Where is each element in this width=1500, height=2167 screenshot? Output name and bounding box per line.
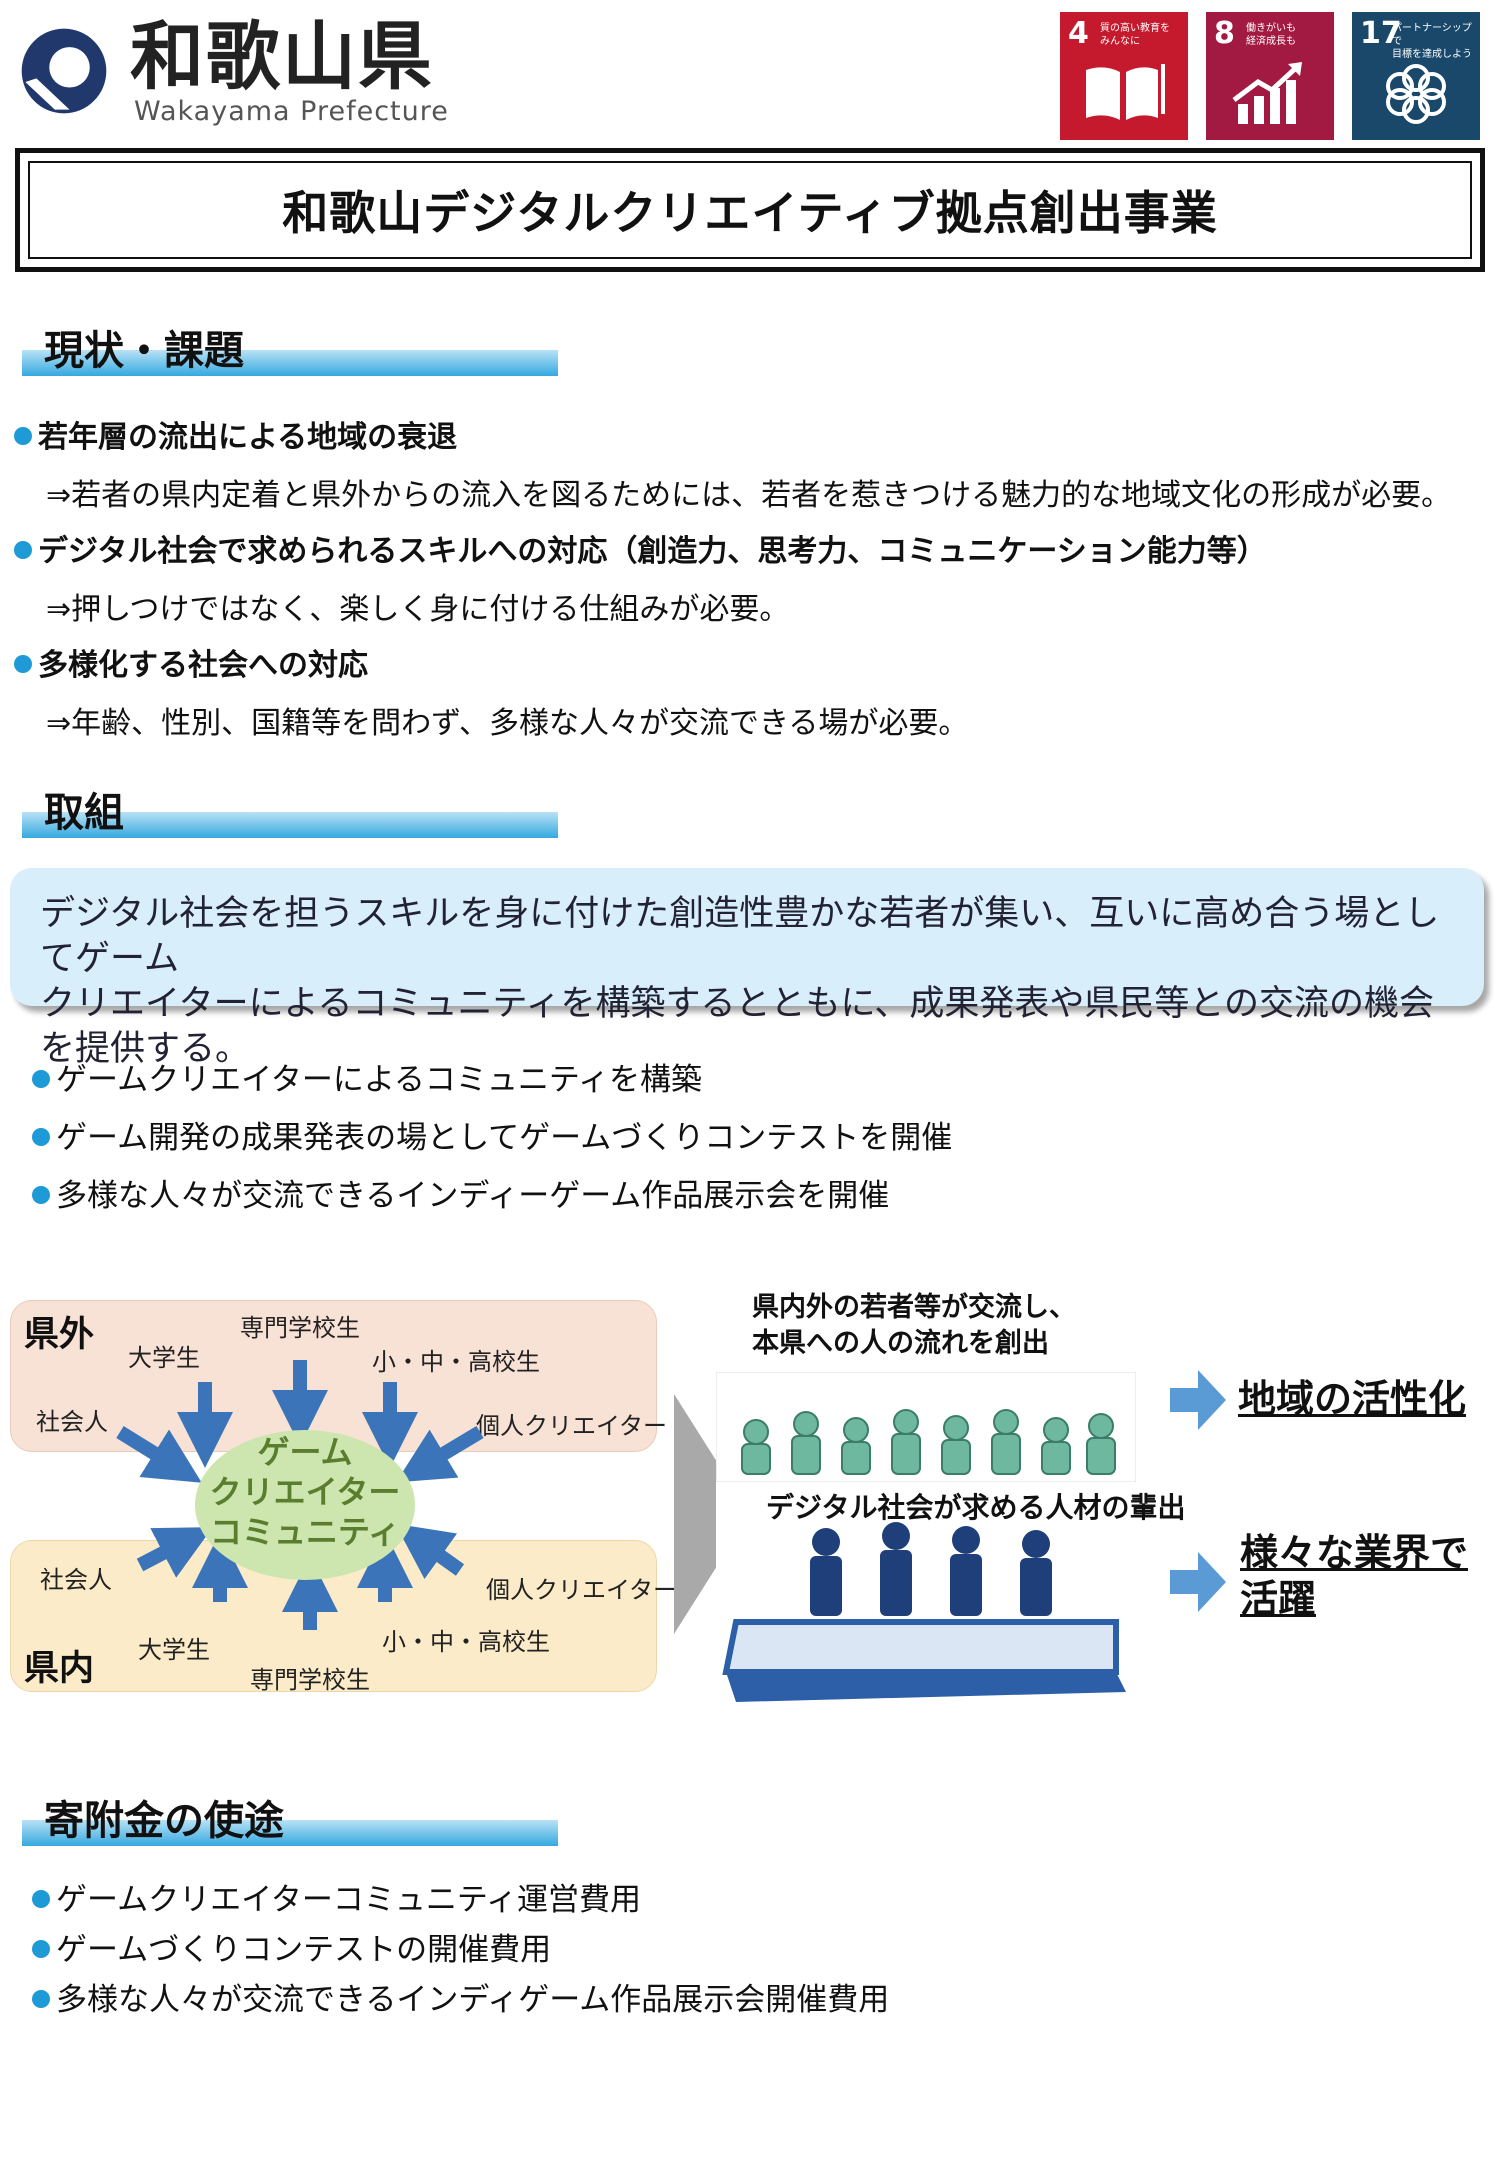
wakayama-logo-icon [21,28,107,114]
outside-school-student: 小・中・高校生 [372,1348,540,1376]
issue-detail-2: ⇒押しつけではなく、楽しく身に付ける仕組みが必要。 [46,592,790,627]
issue-heading-3: 多様化する社会への対応 [14,640,368,684]
inside-school-student: 小・中・高校生 [382,1628,550,1656]
outside-prefecture-zone [10,1300,657,1452]
outside-worker: 社会人 [36,1408,108,1436]
talent-label: デジタル社会が求める人材の輩出 [766,1491,1186,1524]
result-active-industries: 様々な業界で 活躍 [1240,1531,1469,1621]
result-arrow-1-icon [1170,1370,1226,1430]
community-label: ゲーム クリエイター コミュニティ [209,1433,401,1551]
sdg-badge-4: 4 質の高い教育を みんなに [1060,12,1188,140]
section-header-donation: 寄附金の使途 [22,1788,558,1846]
donation-item-3: 多様な人々が交流できるインディゲーム作品展示会開催費用 [32,1974,889,2019]
section-header-current: 現状・課題 [22,318,558,376]
outside-university-student: 大学生 [128,1344,200,1372]
inside-vocational-student: 専門学校生 [250,1666,370,1694]
result-regional-revitalization: 地域の活性化 [1238,1377,1467,1421]
page-title: 和歌山デジタルクリエイティブ拠点創出事業 [282,186,1218,240]
flower-ring-icon [1386,64,1446,124]
outside-creator: 個人クリエイター [476,1412,668,1440]
title-box: 和歌山デジタルクリエイティブ拠点創出事業 [15,148,1485,272]
action-item-3: 多様な人々が交流できるインディーゲーム作品展示会を開催 [32,1170,889,1215]
converging-arrows [116,1360,484,1630]
action-item-1: ゲームクリエイターによるコミュニティを構築 [32,1054,702,1099]
callout-line-2: クリエイターによるコミュニティを構築するとともに、成果発表や県民等との交流の機会… [40,984,1435,1069]
book-icon [1086,64,1165,120]
prefecture-name-en: Wakayama Prefecture [134,96,449,127]
right-heading: 県内外の若者等が交流し、 本県への人の流れを創出 [752,1292,1076,1359]
callout-line-1: デジタル社会を担うスキルを身に付けた創造性豊かな若者が集い、互いに高め合う場とし… [40,894,1440,979]
result-arrow-2-icon [1170,1552,1226,1612]
issue-heading-2: デジタル社会で求められるスキルへの対応（創造力、思考力、コミュニケーション能力等… [14,526,1267,570]
summary-callout: デジタル社会を担うスキルを身に付けた創造性豊かな若者が集い、互いに高め合う場とし… [10,868,1484,1069]
big-chevron-arrow [674,1394,750,1634]
issue-detail-1: ⇒若者の県内定着と県外からの流入を図るためには、若者を惹きつける魅力的な地域文化… [46,478,1452,513]
outside-label: 県外 [24,1315,95,1355]
growth-chart-icon [1232,62,1302,124]
issue-detail-3: ⇒年齢、性別、国籍等を問わず、多様な人々が交流できる場が必要。 [46,706,969,741]
inside-worker: 社会人 [40,1566,112,1594]
issue-heading-1: 若年層の流出による地域の衰退 [14,412,457,456]
section-header-action: 取組 [22,780,558,838]
donation-item-1: ゲームクリエイターコミュニティ運営費用 [32,1874,641,1919]
prefecture-name: 和歌山県 [130,14,434,100]
outside-vocational-student: 専門学校生 [240,1314,360,1342]
inside-label: 県内 [24,1649,95,1689]
sdg-badge-8: 8 働きがいも 経済成長も [1206,12,1334,140]
community-circle [195,1430,415,1580]
inside-creator: 個人クリエイター [486,1576,678,1604]
action-item-2: ゲーム開発の成果発表の場としてゲームづくりコンテストを開催 [32,1112,952,1157]
inside-university-student: 大学生 [138,1636,210,1664]
illustration-people [716,1372,1136,1732]
sdg-badge-17: 17 パートナーシップで 目標を達成しよう [1352,12,1480,140]
donation-item-2: ゲームづくりコンテストの開催費用 [32,1924,551,1969]
